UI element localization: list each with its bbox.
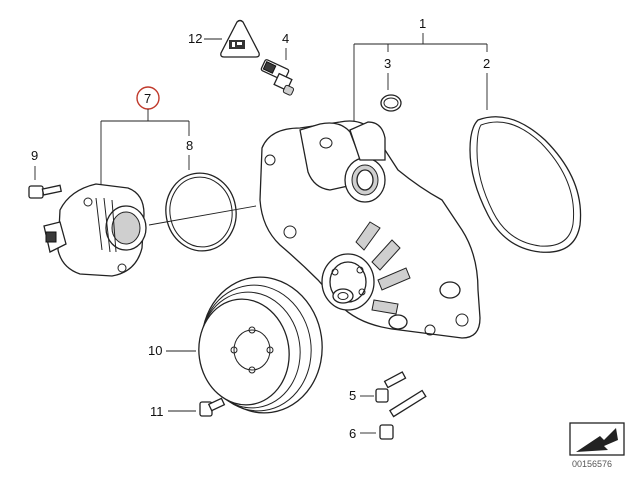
callout-11[interactable]: 11 [150, 404, 164, 419]
bolt-6-icon [379, 389, 427, 440]
thermostat-housing [43, 183, 147, 277]
callout-1[interactable]: 1 [419, 16, 426, 31]
callout-7[interactable]: 7 [144, 91, 151, 106]
callout-4[interactable]: 4 [282, 31, 289, 46]
pump-gasket [469, 116, 582, 253]
callout-7-group: 7 8 [100, 86, 193, 186]
pulley [198, 276, 323, 414]
document-number: 00156576 [572, 459, 612, 469]
callout-9-group: 9 [28, 148, 63, 199]
callout-5-group: 5 [349, 371, 407, 403]
sensor-group: 4 [260, 31, 295, 96]
o-ring-small [380, 94, 402, 112]
callout-6[interactable]: 6 [349, 426, 356, 441]
bolt-11-icon [199, 397, 226, 417]
leader-1-bracket [353, 33, 488, 126]
callout-10-group: 10 [148, 343, 196, 358]
leader-7-bracket [100, 109, 190, 186]
callout-11-group: 11 [150, 397, 226, 419]
water-pump-housing [259, 120, 481, 339]
temperature-sensor-icon [260, 59, 295, 96]
arrow-nav-icon[interactable] [569, 422, 625, 456]
callout-2[interactable]: 2 [483, 56, 490, 71]
callout-8[interactable]: 8 [186, 138, 193, 153]
callout-1-group: 1 3 2 [353, 16, 490, 126]
thermostat-axis-line [148, 205, 257, 226]
callout-9[interactable]: 9 [31, 148, 38, 163]
bolt-9-icon [28, 184, 63, 199]
bolt-5-icon [375, 371, 407, 403]
callout-3[interactable]: 3 [384, 56, 391, 71]
thermostat-o-ring [165, 172, 237, 252]
warning-label-group: 12 [188, 19, 260, 58]
callout-6-group: 6 [349, 389, 427, 441]
warning-label-icon [220, 19, 260, 58]
callout-5[interactable]: 5 [349, 388, 356, 403]
callout-12[interactable]: 12 [188, 31, 202, 46]
callout-10[interactable]: 10 [148, 343, 162, 358]
